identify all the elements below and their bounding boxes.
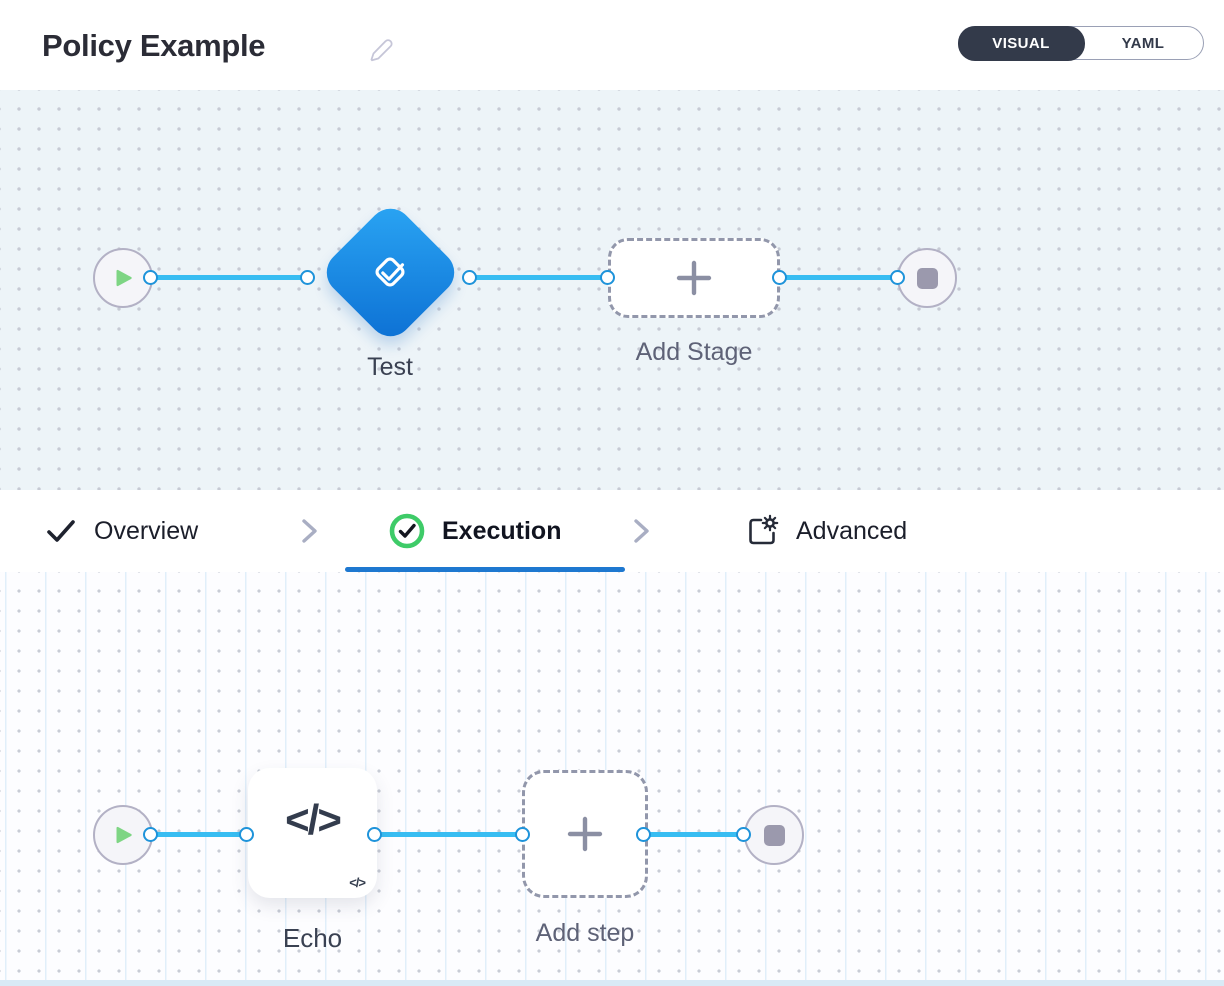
chevron-right-icon	[634, 519, 649, 543]
tab-advanced[interactable]: Advanced	[744, 490, 907, 572]
code-icon: </>	[285, 796, 342, 843]
edit-title-button[interactable]	[364, 34, 396, 66]
port[interactable]	[143, 827, 158, 842]
tab-overview[interactable]: Overview	[44, 490, 198, 572]
add-step-button[interactable]	[522, 770, 648, 898]
port[interactable]	[636, 827, 651, 842]
check-square-icon	[367, 249, 413, 295]
pipeline-end-node[interactable]	[897, 248, 957, 308]
edge-stage-addstage	[469, 275, 608, 280]
active-tab-underline	[345, 567, 625, 572]
header: Policy Example VISUAL YAML	[0, 0, 1224, 90]
stage-canvas[interactable]: Test Add Stage	[0, 90, 1224, 490]
port[interactable]	[239, 827, 254, 842]
edge-addstep-end	[644, 832, 744, 837]
pencil-icon	[370, 39, 393, 62]
code-badge-icon: </>	[349, 875, 366, 890]
tab-execution[interactable]: Execution	[388, 490, 561, 572]
stage-config-tabbar: Overview Execution Advanced	[0, 490, 1224, 572]
add-step-label: Add step	[535, 919, 635, 947]
port[interactable]	[143, 270, 158, 285]
plus-icon	[676, 260, 712, 296]
port[interactable]	[300, 270, 315, 285]
edge-start-step	[151, 832, 249, 837]
port[interactable]	[772, 270, 787, 285]
add-stage-button[interactable]	[608, 238, 780, 318]
check-icon	[47, 520, 75, 542]
port[interactable]	[367, 827, 382, 842]
tab-execution-label: Execution	[442, 516, 562, 545]
stop-icon	[916, 267, 938, 289]
check-circle-icon	[389, 513, 425, 549]
port[interactable]	[515, 827, 530, 842]
port[interactable]	[736, 827, 751, 842]
stage-label: Test	[367, 353, 413, 381]
execution-end-node[interactable]	[744, 805, 804, 865]
settings-square-icon	[749, 514, 779, 545]
step-node-echo[interactable]: </> </>	[248, 768, 377, 898]
plus-icon	[567, 816, 603, 852]
port[interactable]	[890, 270, 905, 285]
step-label: Echo	[282, 923, 343, 953]
edge-start-stage	[151, 275, 309, 280]
edge-step-addstep	[375, 832, 523, 837]
play-icon	[116, 826, 132, 844]
tab-advanced-label: Advanced	[796, 516, 908, 545]
page-title: Policy Example	[42, 28, 266, 63]
step-canvas[interactable]: </> </> Echo Add step	[0, 572, 1224, 986]
play-icon	[116, 269, 132, 287]
tab-overview-label: Overview	[94, 516, 199, 545]
toggle-visual[interactable]: VISUAL	[957, 25, 1085, 61]
canvas-edge-strip	[0, 980, 1224, 986]
port[interactable]	[600, 270, 615, 285]
port[interactable]	[462, 270, 477, 285]
add-stage-label: Add Stage	[635, 338, 753, 366]
stop-icon	[763, 824, 785, 846]
chevron-right-icon	[302, 519, 317, 543]
visual-yaml-toggle: VISUAL YAML	[957, 25, 1204, 61]
toggle-yaml[interactable]: YAML	[1121, 34, 1165, 52]
edge-addstage-end	[780, 275, 897, 280]
